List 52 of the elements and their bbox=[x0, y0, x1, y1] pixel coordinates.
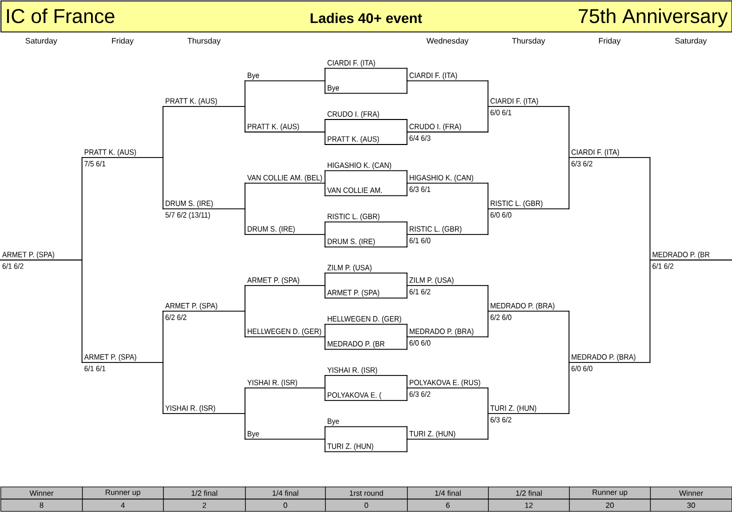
bracket-connector bbox=[324, 375, 326, 388]
bracket-connector bbox=[244, 182, 246, 210]
bracket-connector bbox=[324, 221, 326, 235]
bracket-connector bbox=[324, 170, 326, 184]
anniversary-heading: 75th Anniversary bbox=[578, 8, 728, 28]
bracket-connector bbox=[244, 80, 246, 107]
bracket-connector bbox=[406, 336, 408, 350]
bracket-connector bbox=[324, 388, 326, 401]
bracket-connector bbox=[568, 157, 570, 210]
event-title: Ladies 40+ event bbox=[310, 12, 422, 24]
bracket-connector bbox=[324, 68, 326, 82]
bracket-connector bbox=[324, 324, 326, 338]
bracket-connector bbox=[406, 170, 408, 184]
bracket-connector bbox=[324, 132, 326, 145]
bracket-connector bbox=[406, 388, 408, 401]
bracket-connector bbox=[162, 157, 164, 210]
bracket-connector bbox=[406, 375, 408, 388]
bracket-connector bbox=[244, 106, 246, 132]
bracket-connector bbox=[406, 182, 408, 196]
bracket-connector bbox=[406, 285, 408, 299]
bracket-connector bbox=[406, 132, 408, 145]
bracket-connector bbox=[244, 413, 246, 440]
day-label: Wednesday bbox=[426, 38, 469, 46]
bracket-connector bbox=[406, 119, 408, 132]
bracket-connector bbox=[406, 272, 408, 286]
bracket-connector bbox=[162, 106, 164, 158]
bracket-connector bbox=[244, 285, 246, 312]
bracket-connector bbox=[244, 310, 246, 338]
club-heading: IC of France bbox=[7, 8, 114, 24]
bracket-connector bbox=[406, 324, 408, 338]
bracket-connector bbox=[244, 388, 246, 414]
bracket-connector bbox=[324, 272, 326, 286]
bracket-connector bbox=[406, 221, 408, 235]
bracket-connector bbox=[244, 208, 246, 235]
bracket-connector bbox=[324, 182, 326, 196]
bracket-connector bbox=[162, 362, 164, 414]
bracket-connector bbox=[162, 310, 164, 363]
bracket-connector bbox=[406, 234, 408, 248]
bracket-connector bbox=[324, 234, 326, 248]
bracket-connector bbox=[406, 68, 408, 82]
bracket-connector bbox=[568, 106, 570, 158]
bracket-connector bbox=[324, 80, 326, 94]
bracket-connector bbox=[406, 80, 408, 94]
bracket-connector bbox=[324, 426, 326, 440]
bracket-connector bbox=[324, 119, 326, 132]
bracket-connector bbox=[568, 362, 570, 414]
bracket-connector bbox=[406, 438, 408, 452]
bracket-connector bbox=[324, 438, 326, 452]
bracket-connector bbox=[568, 310, 570, 363]
bracket-connector bbox=[324, 336, 326, 350]
bracket-connector bbox=[324, 285, 326, 299]
bracket-connector bbox=[406, 426, 408, 440]
